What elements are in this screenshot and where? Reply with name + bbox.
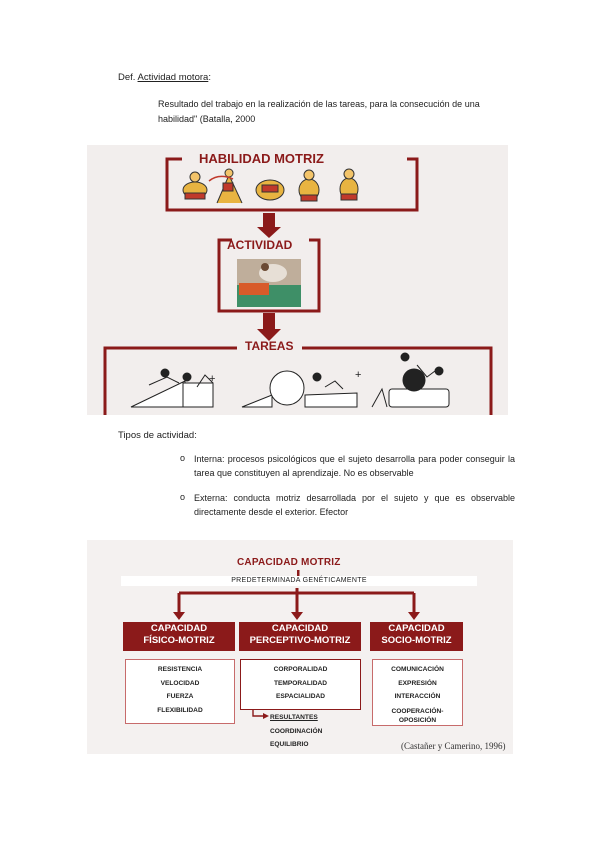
list-item: COMUNICACIÓN [391,666,444,673]
capacity-header-line2: PERCEPTIVO-MOTRIZ [249,635,351,646]
capacity-header-fisico: CAPACIDAD FÍSICO-MOTRIZ [123,622,235,651]
list-perceptivo: CORPORALIDAD TEMPORALIDAD ESPACIALIDAD [240,659,361,710]
list-item: FUERZA [166,693,194,700]
capacity-header-perceptivo: CAPACIDAD PERCEPTIVO-MOTRIZ [239,622,361,651]
gymnast-figures [182,168,359,204]
citation: (Castañer y Camerino, 1996) [401,741,506,751]
definition-term: Actividad motora [137,72,209,83]
list-item: ESPACIALIDAD [276,693,325,700]
list-item: FLEXIBILIDAD [157,706,203,714]
figure1-diagram [103,157,493,415]
figure-capacidad-motriz: CAPACIDAD MOTRIZ PREDETERMINADA GENÉTICA… [87,540,513,754]
capacity-header-line2: SOCIO-MOTRIZ [381,635,452,646]
resultantes-list: RESULTANTES COORDINACIÓN EQUILIBRIO [270,711,322,752]
tareas-title: TAREAS [245,339,294,353]
list-item: TEMPORALIDAD [273,679,328,687]
list-fisico: RESISTENCIA VELOCIDAD FUERZA FLEXIBILIDA… [125,659,235,724]
list-item: EXPRESIÓN [398,679,437,687]
activity-photo [237,259,301,307]
list-item: INTERACCIÓN [394,693,441,700]
capacity-header-line2: FÍSICO-MOTRIZ [143,635,215,646]
list-item: Interna: procesos psicológicos que el su… [180,452,515,480]
definition-quote: Resultado del trabajo en la realización … [158,99,480,124]
figure-habilidad-motriz: HABILIDAD MOTRIZ ACTIVIDAD TAREAS + + [87,145,508,415]
list-item: COOPERACIÓN- [391,707,444,715]
tipos-list: Interna: procesos psicológicos que el su… [180,452,515,531]
genetic-subtitle: PREDETERMINADA GENÉTICAMENTE [121,576,477,586]
capacity-header-socio: CAPACIDAD SOCIO-MOTRIZ [370,622,463,651]
list-item: RESISTENCIA [157,666,203,673]
list-item: COORDINACIÓN [270,727,323,735]
list-item: OPOSICIÓN [398,716,437,724]
capacity-header-line1: CAPACIDAD [271,623,329,634]
habilidad-motriz-title: HABILIDAD MOTRIZ [199,151,324,166]
list-socio: COMUNICACIÓN EXPRESIÓN INTERACCIÓN COOPE… [372,659,463,726]
list-item: VELOCIDAD [160,679,200,687]
list-item: EQUILIBRIO [270,741,309,748]
list-item: CORPORALIDAD [273,666,328,673]
figure2-connectors [173,570,420,719]
definition-prefix: Def. [118,72,138,83]
capacity-header-line1: CAPACIDAD [388,623,445,634]
list-item: Externa: conducta motriz desarrollada po… [180,491,515,519]
plus-sign-1: + [209,373,216,385]
actividad-title: ACTIVIDAD [227,238,293,252]
resultantes-heading: RESULTANTES [270,714,318,721]
capacity-header-line1: CAPACIDAD [150,623,208,634]
capacidad-motriz-title: CAPACIDAD MOTRIZ [237,557,341,568]
definition-line: Def. Actividad motora: [118,72,211,83]
task-illustrations [130,352,450,408]
plus-sign-2: + [355,369,362,381]
tipos-heading: Tipos de actividad: [118,430,197,441]
definition-suffix: : [208,72,211,83]
